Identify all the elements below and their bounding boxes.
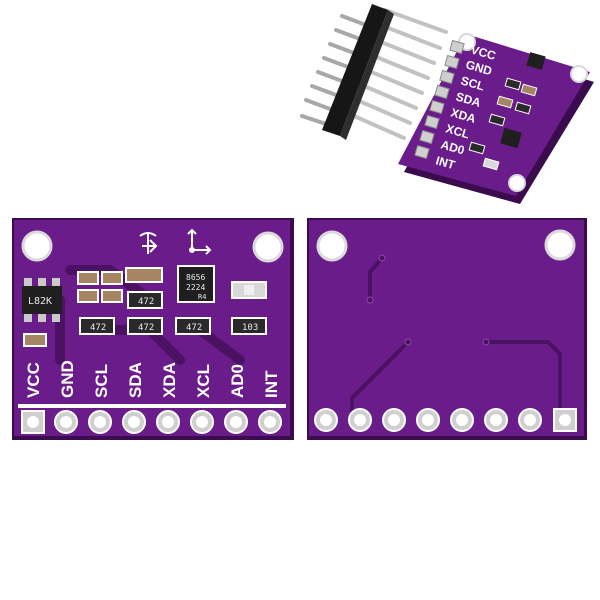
front-resistors: 472 472 472 472 103 bbox=[79, 291, 267, 335]
back-mount-hole-left bbox=[316, 230, 348, 262]
imu-marking-3: R4 bbox=[198, 293, 206, 301]
svg-text:472: 472 bbox=[186, 323, 202, 333]
front-label-vcc: VCC bbox=[24, 362, 43, 398]
front-mount-hole-right bbox=[252, 231, 284, 263]
back-board-face bbox=[309, 220, 584, 436]
front-label-xda: XDA bbox=[160, 362, 179, 398]
xyz-axes-icon bbox=[187, 228, 212, 255]
front-label-ad0: AD0 bbox=[228, 364, 247, 398]
front-label-sda: SDA bbox=[126, 362, 145, 398]
front-label-gnd: GND bbox=[58, 360, 77, 398]
rotation-axes-icon bbox=[139, 232, 158, 254]
back-mount-hole-right bbox=[544, 229, 576, 261]
svg-text:472: 472 bbox=[138, 297, 154, 307]
front-board: L82K 472 472 472 472 103 bbox=[12, 218, 294, 440]
regulator-marking: L82K bbox=[28, 296, 52, 307]
front-pin-pads bbox=[21, 410, 282, 434]
front-pin-labels: VCC GND SCL SDA XDA XCL AD0 INT bbox=[24, 360, 281, 398]
front-label-int: INT bbox=[262, 370, 281, 398]
angled-components bbox=[468, 52, 546, 171]
imu-chip: 8656 2224 R4 bbox=[177, 265, 215, 303]
pin-header bbox=[300, 4, 448, 140]
front-mount-hole-left bbox=[21, 230, 53, 262]
angled-label-scl: SCL bbox=[459, 73, 486, 93]
back-traces bbox=[350, 256, 562, 412]
angled-mount-hole-2 bbox=[570, 65, 588, 83]
angled-label-xda: XDA bbox=[449, 105, 478, 126]
back-pin-pads bbox=[314, 408, 577, 432]
front-capacitor-vcc bbox=[23, 333, 47, 347]
svg-text:103: 103 bbox=[242, 323, 258, 333]
back-vias bbox=[366, 254, 490, 346]
regulator-chip: L82K bbox=[22, 278, 62, 322]
angled-pin-pads bbox=[414, 39, 465, 160]
angled-label-int: INT bbox=[434, 153, 457, 172]
angled-pin-labels: VCC GND SCL SDA XDA XCL AD0 INT bbox=[434, 42, 498, 172]
angled-label-vcc: VCC bbox=[469, 42, 498, 63]
angled-label-sda: SDA bbox=[454, 89, 483, 110]
svg-text:472: 472 bbox=[90, 323, 106, 333]
angled-label-ad0: AD0 bbox=[439, 137, 466, 157]
angled-regulator bbox=[526, 52, 546, 70]
imu-marking-2: 2224 bbox=[186, 283, 205, 292]
front-label-xcl: XCL bbox=[194, 364, 213, 398]
front-silk-bar bbox=[18, 404, 286, 408]
header-plastic bbox=[322, 4, 388, 136]
angled-module: VCC GND SCL SDA XDA XCL AD0 INT bbox=[398, 33, 594, 204]
svg-text:472: 472 bbox=[138, 323, 154, 333]
angled-label-xcl: XCL bbox=[444, 121, 471, 141]
angled-mount-hole-3 bbox=[508, 174, 526, 192]
angled-imu-chip bbox=[500, 127, 522, 149]
imu-marking-1: 8656 bbox=[186, 273, 205, 282]
back-board bbox=[307, 218, 587, 440]
front-label-scl: SCL bbox=[92, 364, 111, 398]
front-capacitors bbox=[77, 267, 163, 303]
